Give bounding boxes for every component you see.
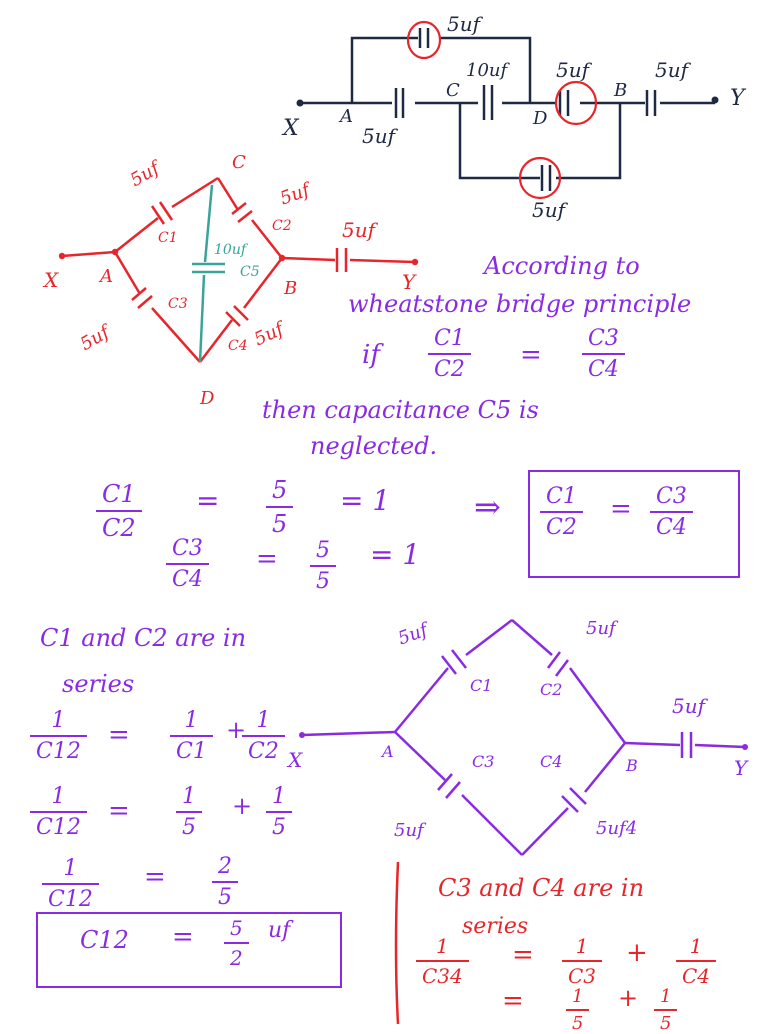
c12-unit: uf [268, 918, 291, 943]
calc-eq2-sign: = [256, 544, 278, 574]
row1-plus: + [226, 716, 247, 744]
red-out-value: 5uf [342, 218, 376, 242]
b-y-cap-label: 5uf [655, 58, 689, 82]
ratio-result-box [528, 470, 740, 578]
purple-bridge-dots [299, 732, 748, 750]
bottom-cap-label: 5uf [532, 198, 566, 222]
red-node-d: D [200, 388, 215, 409]
series-text-line2: series [62, 670, 135, 698]
c34-row1-equals: = [512, 940, 534, 970]
implies-arrow: ⇒ [474, 488, 501, 526]
pb-node-x: X [288, 748, 303, 772]
top-node-x: X [283, 116, 299, 141]
pb-c2-value: 5uf [586, 618, 616, 639]
center-cap-label: 10uf [466, 60, 508, 81]
row1-equals: = [108, 720, 130, 750]
c5-label: C5 [240, 264, 260, 280]
pb-node-b: B [626, 756, 638, 775]
pb-c4-value: 5uf4 [596, 818, 638, 839]
red-c1-label: C1 [158, 230, 178, 246]
red-node-b: B [284, 278, 298, 299]
c34-line1: C3 and C4 are in [438, 874, 645, 902]
pb-node-a: A [382, 742, 394, 761]
top-node-c: C [446, 80, 460, 101]
boxed-equals: = [610, 494, 632, 524]
bridge-c5-wires [192, 184, 225, 363]
c34-line2: series [462, 914, 529, 939]
principle-line2: wheatstone bridge principle [348, 290, 692, 318]
red-node-x: X [44, 268, 59, 292]
top-circuit-highlights [406, 20, 598, 200]
series-text-line1: C1 and C2 are in [40, 624, 247, 652]
top-circuit-dots [296, 96, 719, 107]
top-node-y: Y [730, 86, 745, 111]
calc-eq2-result: = 1 [370, 538, 421, 571]
pb-out-value: 5uf [672, 694, 706, 718]
c34-row1-plus: + [626, 938, 648, 968]
pb-c1-label: C1 [470, 676, 493, 695]
then-line: then capacitance C5 is [262, 396, 539, 424]
pb-c4-label: C4 [540, 752, 563, 771]
red-bridge-wires [61, 176, 416, 363]
red-c3-label: C3 [168, 296, 188, 312]
row2-equals: = [108, 796, 130, 826]
top-cap-label: 5uf [447, 12, 481, 36]
top-node-b: B [614, 80, 628, 101]
after-d-cap-label: 5uf [556, 58, 590, 82]
calc-eq1-sign: = [196, 484, 220, 517]
top-node-d: D [533, 108, 548, 129]
row2-plus: + [232, 792, 253, 820]
pb-c2-label: C2 [540, 680, 563, 699]
principle-equals: = [520, 340, 542, 370]
calc-eq1-result: = 1 [340, 484, 391, 517]
red-node-a: A [100, 266, 113, 287]
c12-label: C12 [80, 926, 129, 954]
purple-bridge-wires [301, 619, 746, 856]
c34-row2-plus: + [618, 984, 639, 1012]
top-node-a: A [340, 106, 353, 127]
top-circuit-wires [300, 28, 715, 191]
principle-if: if [362, 340, 380, 370]
red-node-y: Y [402, 270, 416, 294]
separator-line [394, 861, 400, 1024]
pb-c3-label: C3 [472, 752, 495, 771]
pb-node-y: Y [734, 756, 748, 780]
pb-c3-value: 5uf [394, 820, 424, 841]
c5-value: 10uf [214, 242, 247, 258]
red-c4-label: C4 [228, 338, 248, 354]
red-node-c: C [232, 152, 246, 173]
neglected-line: neglected. [310, 432, 438, 460]
c12-result-box [36, 912, 342, 988]
red-bridge-dots [58, 248, 419, 266]
c12-equals: = [172, 922, 194, 952]
a-cap-label: 5uf [362, 124, 396, 148]
principle-line1: According to [484, 252, 640, 280]
c34-row2-equals: = [502, 986, 524, 1016]
red-c2-label: C2 [272, 218, 292, 234]
row3-equals: = [144, 862, 166, 892]
